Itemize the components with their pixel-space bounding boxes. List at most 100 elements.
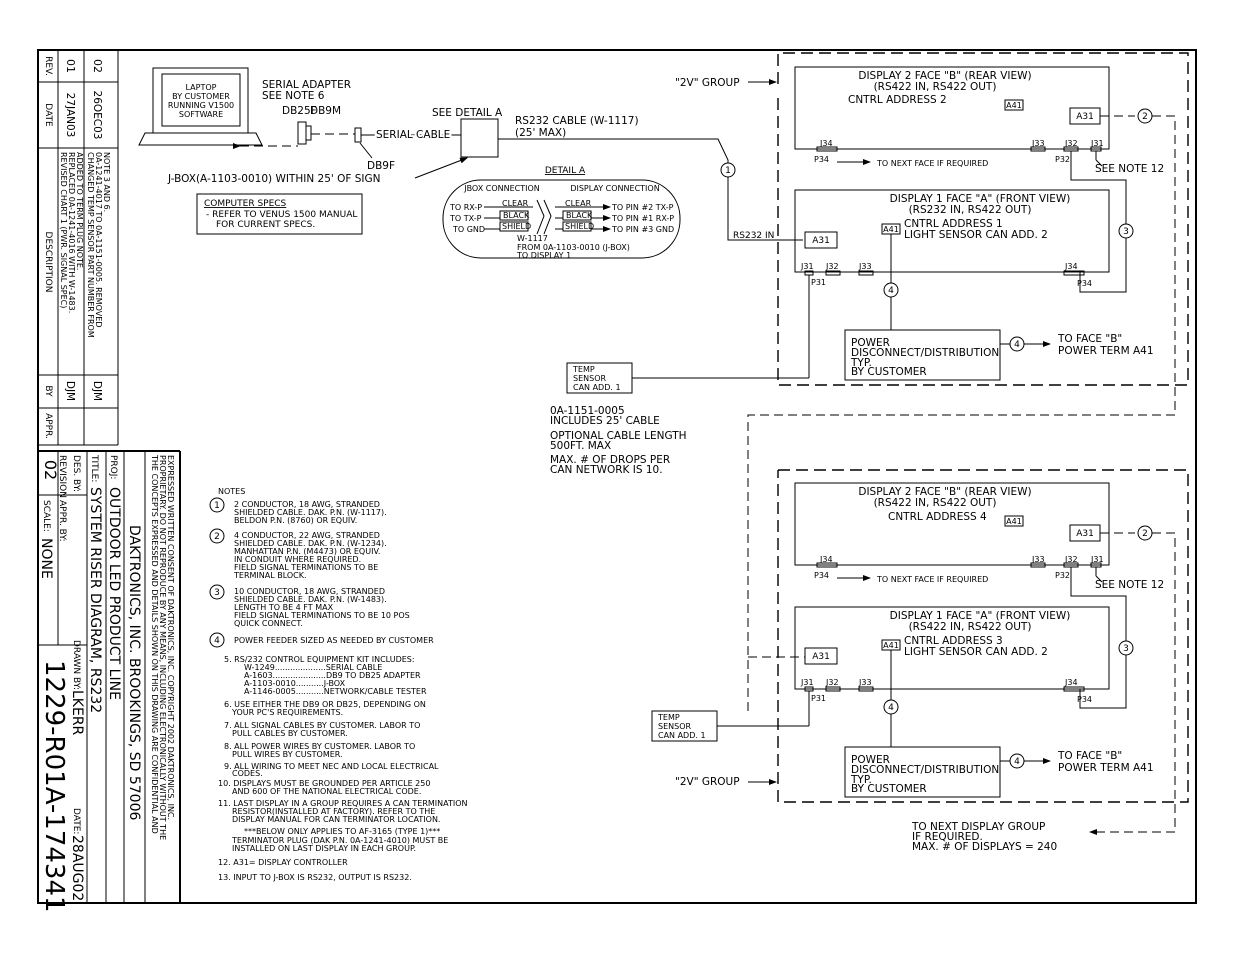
svg-text:1: 1: [725, 166, 731, 176]
rev-02-desc3: NOTE 3 AND 6.: [102, 152, 111, 212]
svg-text:TO PIN #3 GND: TO PIN #3 GND: [611, 225, 674, 234]
display-group-2: "2V" GROUP DISPLAY 2 FACE "B" (REAR VIEW…: [651, 469, 1189, 835]
svg-text:A-1103-0010...........J-BOX: A-1103-0010...........J-BOX: [244, 679, 346, 688]
svg-text:P31: P31: [811, 278, 826, 287]
svg-text:A41: A41: [883, 641, 899, 650]
svg-text:11. LAST DISPLAY IN A GROUP RE: 11. LAST DISPLAY IN A GROUP REQUIRES A C…: [218, 799, 468, 808]
svg-text:TO GND: TO GND: [452, 225, 485, 234]
svg-text:P34: P34: [814, 571, 829, 580]
svg-text:P32: P32: [1055, 155, 1070, 164]
svg-text:A31: A31: [812, 652, 830, 662]
svg-text:A-1146-0005...........NETWORK/: A-1146-0005...........NETWORK/CABLE TEST…: [244, 687, 427, 696]
svg-text:FIELD SIGNAL TERMINATIONS TO B: FIELD SIGNAL TERMINATIONS TO BE: [234, 563, 378, 572]
svg-text:CLEAR: CLEAR: [565, 199, 592, 208]
svg-text:CODES.: CODES.: [232, 769, 263, 778]
svg-text:3: 3: [1123, 227, 1129, 237]
svg-text:RUNNING V1500: RUNNING V1500: [168, 101, 234, 110]
laptop: LAPTOP BY CUSTOMER RUNNING V1500 SOFTWAR…: [138, 67, 263, 146]
svg-text:RESISTOR(INSTALLED AT FACTORY): RESISTOR(INSTALLED AT FACTORY). REFER TO…: [232, 807, 435, 816]
svg-text:IN CONDUIT WHERE REQUIRED.: IN CONDUIT WHERE REQUIRED.: [234, 555, 361, 564]
svg-text:DISPLAY CONNECTION: DISPLAY CONNECTION: [570, 184, 659, 193]
svg-text:CNTRL ADDRESS 4: CNTRL ADDRESS 4: [888, 511, 987, 523]
serial-adapter: [233, 121, 362, 149]
see-note-6: SEE NOTE 6: [262, 90, 325, 102]
svg-text:LAPTOP: LAPTOP: [186, 83, 217, 92]
project-name: OUTDOOR LED PRODUCT LINE: [106, 487, 122, 700]
display-group-1: "2V" GROUP DISPLAY 2 FACE "B" (REAR VIEW…: [566, 52, 1189, 712]
svg-text:J32: J32: [1064, 139, 1078, 148]
svg-text:INSTALLED ON LAST DISPLAY IN E: INSTALLED ON LAST DISPLAY IN EACH GROUP.: [232, 844, 416, 853]
see-detail-a: SEE DETAIL A: [432, 107, 503, 119]
jbox-label: J-BOX(A-1103-0010) WITHIN 25' OF SIGN: [167, 173, 381, 185]
title-label: TITLE:: [89, 454, 99, 482]
svg-text:P34: P34: [814, 155, 829, 164]
svg-text:P34: P34: [1077, 695, 1092, 704]
confidential-line1: THE CONCEPTS EXPRESSED AND DETAILS SHOWN…: [150, 454, 159, 834]
db9m-label: DB9M: [310, 105, 341, 117]
svg-text:COMPUTER SPECS: COMPUTER SPECS: [204, 199, 287, 209]
svg-text:4: 4: [1014, 340, 1020, 350]
svg-text:NOTES: NOTES: [218, 487, 245, 496]
svg-text:TEMP: TEMP: [657, 713, 680, 722]
drawing-date: 28AUG02: [69, 835, 85, 901]
svg-text:POWER: POWER: [851, 337, 890, 349]
svg-text:FROM 0A-1103-0010 (J-BOX): FROM 0A-1103-0010 (J-BOX): [517, 243, 630, 252]
svg-text:POWER FEEDER SIZED AS NEEDED B: POWER FEEDER SIZED AS NEEDED BY CUSTOMER: [234, 636, 434, 645]
svg-text:CNTRL ADDRESS 3: CNTRL ADDRESS 3: [904, 635, 1003, 647]
svg-text:BLACK: BLACK: [503, 211, 530, 220]
svg-text:CLEAR: CLEAR: [502, 199, 529, 208]
svg-text:2: 2: [1142, 529, 1148, 539]
svg-text:MANHATTAN P.N. (M4473) OR EQUI: MANHATTAN P.N. (M4473) OR EQUIV.: [234, 547, 380, 556]
svg-text:J34: J34: [1064, 262, 1078, 271]
svg-text:LENGTH TO BE 4 FT MAX: LENGTH TO BE 4 FT MAX: [234, 603, 334, 612]
svg-text:J33: J33: [1031, 555, 1045, 564]
display-2-face-b-group-2: [794, 482, 1110, 566]
svg-text:A31: A31: [1076, 112, 1094, 122]
svg-text:J31: J31: [800, 678, 814, 687]
svg-text:TO NEXT FACE IF REQUIRED: TO NEXT FACE IF REQUIRED: [876, 159, 988, 168]
svg-text:J31: J31: [800, 262, 814, 271]
rev-02-date: 26OEC03: [91, 91, 103, 140]
rev-01-desc3: ADDED TO TERM PLUG NOTE.: [75, 152, 84, 270]
svg-text:JBOX CONNECTION: JBOX CONNECTION: [463, 184, 540, 193]
sensor-cable: INCLUDES 25' CABLE: [550, 415, 660, 427]
rev-01-desc2: REPLACED 0A-1241-4016 WITH W-1483.: [67, 152, 76, 313]
svg-text:3: 3: [1123, 644, 1129, 654]
svg-text:CAN ADD. 1: CAN ADD. 1: [658, 731, 706, 740]
svg-text:J33: J33: [858, 262, 872, 271]
svg-text:12. A31= DISPLAY CONTROLLER: 12. A31= DISPLAY CONTROLLER: [218, 858, 348, 867]
svg-text:DISPLAY 2 FACE "B" (REAR VIEW): DISPLAY 2 FACE "B" (REAR VIEW): [858, 486, 1031, 498]
svg-text:TYP.: TYP.: [850, 357, 872, 369]
svg-text:9. ALL WIRING TO MEET NEC AND: 9. ALL WIRING TO MEET NEC AND LOCAL ELEC…: [224, 762, 439, 771]
sensor-optional: OPTIONAL CABLE LENGTH: [550, 430, 687, 442]
scale-label: SCALE:: [41, 500, 51, 532]
revision-block: REV. DATE DESCRIPTION BY APPR. 01 27JAN0…: [38, 50, 119, 446]
description-header: DESCRIPTION: [43, 232, 53, 293]
sheet-border: [37, 49, 1197, 904]
company-name: DAKTRONICS, INC. BROOKINGS, SD 57006: [126, 525, 142, 820]
svg-text:SHIELD: SHIELD: [565, 222, 594, 231]
svg-text:(RS422 IN, RS422 OUT): (RS422 IN, RS422 OUT): [909, 621, 1032, 633]
power-disconnect-2: [844, 746, 1001, 798]
svg-text:DISPLAY MANUAL FOR CAN TERMINA: DISPLAY MANUAL FOR CAN TERMINATOR LOCATI…: [232, 815, 440, 824]
drawing-number: 1229-R01A-174341: [39, 660, 69, 913]
svg-text:TYP.: TYP.: [850, 774, 872, 786]
svg-text:SEE NOTE 12: SEE NOTE 12: [1095, 163, 1164, 175]
group-2v-label-top: "2V" GROUP: [675, 77, 740, 89]
svg-text:SHIELDED CABLE. DAK. P.N. (W-1: SHIELDED CABLE. DAK. P.N. (W-1234).: [234, 539, 387, 548]
svg-text:J31: J31: [1090, 139, 1104, 148]
svg-text:SEE NOTE 12: SEE NOTE 12: [1095, 579, 1164, 591]
svg-text:DISCONNECT/DISTRIBUTION: DISCONNECT/DISTRIBUTION: [851, 764, 999, 776]
svg-text:TO NEXT FACE IF REQUIRED: TO NEXT FACE IF REQUIRED: [876, 575, 988, 584]
svg-text:TO PIN #1 RX-P: TO PIN #1 RX-P: [611, 214, 674, 223]
svg-text:TO RX-P: TO RX-P: [449, 203, 482, 212]
svg-text:A41: A41: [1006, 101, 1022, 110]
j-box: [460, 118, 499, 158]
rev-01-by: DJM: [64, 381, 76, 401]
sensor-can: CAN NETWORK IS 10.: [550, 464, 663, 476]
svg-text:P31: P31: [811, 694, 826, 703]
rev-01-date: 27JAN03: [64, 93, 76, 138]
serial-cable-label: SERIAL CABLE: [376, 129, 450, 141]
svg-text:P32: P32: [1055, 571, 1070, 580]
